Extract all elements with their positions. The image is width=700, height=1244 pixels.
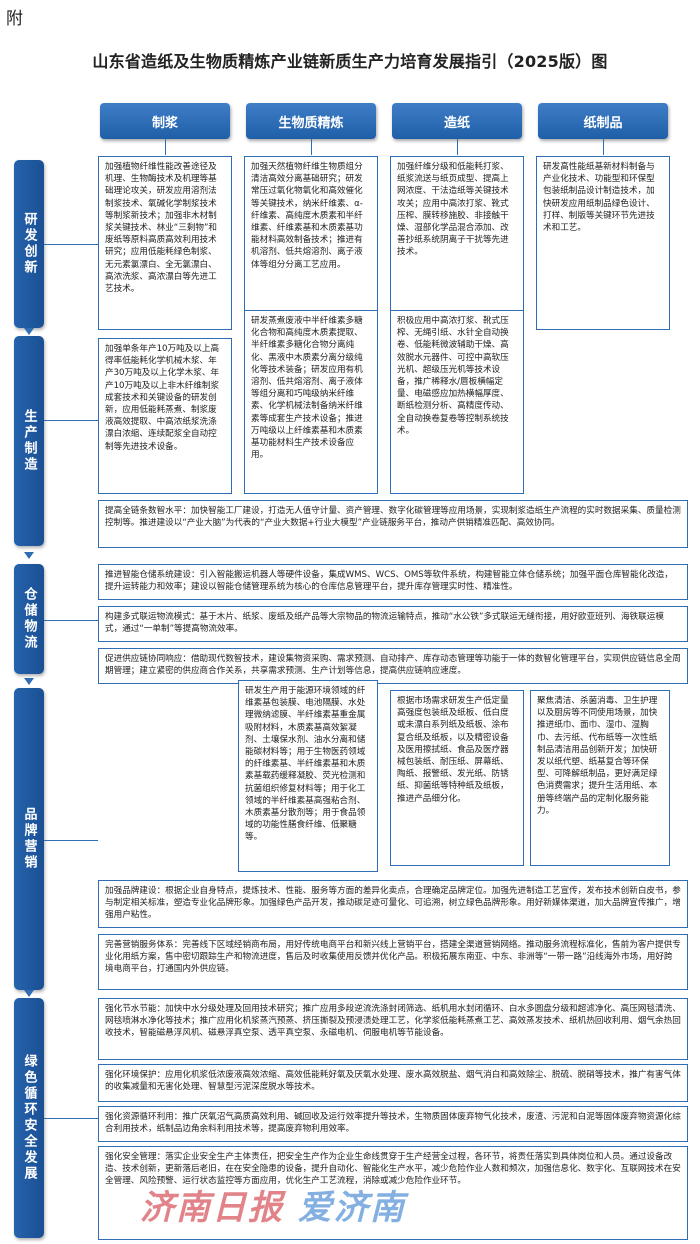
arrow-down-icon bbox=[24, 328, 34, 335]
column-header-paper-products: 纸制品 bbox=[538, 103, 668, 139]
green-box-environment: 强化环境保护：应用化机浆低浓废液高效浓缩、高效低能耗好氧及厌氧水处理、废水高效脱… bbox=[98, 1064, 688, 1102]
watermark-ai-jinan: 爱济南 bbox=[297, 1188, 406, 1228]
green-box-safety: 强化安全管理：落实企业安全生产主体责任，把安全生产作为企业生命线贯穿于生产经营全… bbox=[98, 1146, 688, 1240]
side-label-rd: 研发创新 bbox=[14, 160, 44, 328]
connector-line bbox=[44, 840, 98, 841]
green-box-water-energy: 强化节水节能：加快中水分级处理及回用技术研究；推广应用多段逆流洗涤封闭筛选、纸机… bbox=[98, 998, 688, 1060]
rd-box-pulping: 加强植物纤维性能改善途径及机理、生物酶技术及机理等基础理论攻关，研发应用溶剂法制… bbox=[98, 156, 232, 330]
log-box-multimodal: 构建多式联运物流模式：基于木片、纸浆、废纸及纸产品等大宗物品的物流运输特点，推动… bbox=[98, 606, 688, 642]
arrow-down-icon bbox=[24, 552, 34, 559]
connector-line bbox=[44, 244, 98, 245]
column-header-pulping: 制浆 bbox=[100, 103, 230, 139]
brand-box-marketing: 完善营销服务体系：完善线下区域经销商布局，用好传统电商平台和新兴线上营销平台，搭… bbox=[98, 934, 688, 990]
column-header-papermaking: 造纸 bbox=[392, 103, 522, 139]
log-box-supply-chain: 促进供应链协同响应：借助现代数智技术，建设集物资采购、需求预测、自动排产、库存动… bbox=[98, 648, 688, 684]
connector-line bbox=[603, 139, 604, 155]
log-box-warehouse: 推进智能仓储系统建设：引入智能搬运机器人等硬件设备，集成WMS、WCS、OMS等… bbox=[98, 564, 688, 600]
annex-label: 附 bbox=[6, 9, 23, 29]
column-header-biorefinery: 生物质精炼 bbox=[246, 103, 376, 139]
mfg-box-papermaking: 积极应用中高浓打浆、靴式压榨、无绳引纸、水针全自动换卷、低能耗微波辅助干燥、高效… bbox=[390, 310, 524, 494]
watermark-jinan-daily: 济南日报 bbox=[140, 1188, 284, 1228]
brand-box-branding: 加强品牌建设：根据企业自身特点，提炼技术、性能、服务等方面的差异化卖点，合理确定… bbox=[98, 880, 688, 928]
arrow-down-icon bbox=[24, 990, 34, 997]
page-title: 山东省造纸及生物质精炼产业链新质生产力培育发展指引（2025版）图 bbox=[92, 52, 608, 71]
mfg-box-pulping: 加强单条年产10万吨及以上高得率低能耗化学机械木浆、年产30万吨及以上化学木浆、… bbox=[98, 338, 232, 494]
side-label-manufacturing: 生产制造 bbox=[14, 336, 44, 546]
side-label-green: 绿色循环安全发展 bbox=[14, 998, 44, 1238]
connector-line bbox=[44, 1118, 98, 1119]
rd-box-paper-products: 研发高性能纸基新材料制备与产业化技术、功能型和环保型包装纸制品设计制造技术，加快… bbox=[536, 156, 670, 330]
connector-line bbox=[44, 420, 98, 421]
brand-box-paper-products: 聚焦清洁、杀菌消毒、卫生护理以及厨房等不同使用场景，加快推进纸巾、面巾、湿巾、湿… bbox=[530, 690, 670, 866]
mfg-box-biorefinery: 研发蒸煮废液中半纤维素多糖化合物和高纯度木质素提取、半纤维素多糖化合物分离纯化、… bbox=[244, 310, 378, 494]
connector-line bbox=[311, 139, 312, 155]
connector-line bbox=[165, 139, 166, 155]
watermark-logo: 济南日报 爱济南 bbox=[140, 1180, 700, 1229]
rd-box-biorefinery: 加强天然植物纤维生物质组分清洁高效分离基础研究；研发常压过氧化物氧化和高效催化等… bbox=[244, 156, 378, 330]
arrow-down-icon bbox=[24, 678, 34, 685]
connector-line bbox=[44, 620, 98, 621]
rd-box-papermaking: 加强纤维分级和低能耗打浆、纸浆流送与纸页成型、提高上网浓度、干法造纸等关键技术攻… bbox=[390, 156, 524, 330]
side-label-brand: 品牌营销 bbox=[14, 688, 44, 990]
connector-line bbox=[457, 139, 458, 155]
green-box-recycling: 强化资源循环利用：推广厌氧沼气高质高效利用、碱回收及运行效率提升等技术，生物质固… bbox=[98, 1106, 688, 1142]
side-label-logistics: 仓储物流 bbox=[14, 564, 44, 674]
brand-box-biorefinery: 研发生产用于能源环境领域的纤维素基包装膜、电池隔膜、水处理微纳滤膜、半纤维素基重… bbox=[238, 680, 378, 872]
mfg-box-digital: 提高全链条数智水平：加快智能工厂建设，打造无人值守计量、资产管理、数字化碳管理等… bbox=[98, 500, 688, 548]
brand-box-papermaking: 根据市场需求研发生产低定量高强度包装纸及纸板、低白度或未漂白系列纸及纸板、涂布复… bbox=[390, 690, 524, 866]
